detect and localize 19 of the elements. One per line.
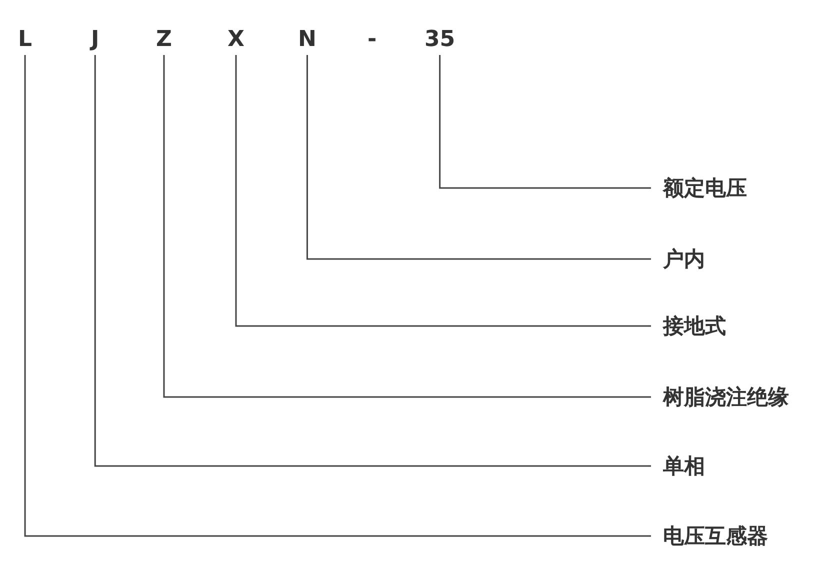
- leader-line: [306, 55, 651, 260]
- description-text: 额定电压: [663, 175, 747, 201]
- code-letter: Z: [156, 27, 172, 53]
- code-letter: N: [298, 27, 316, 53]
- description-text: 电压互感器: [663, 523, 768, 549]
- leader-line: [235, 55, 651, 327]
- code-letter: L: [18, 27, 32, 53]
- description-text: 单相: [663, 453, 705, 479]
- leader-line: [163, 55, 651, 398]
- leader-line: [94, 55, 651, 467]
- separator-dash: -: [368, 27, 377, 53]
- description-text: 树脂浇注绝缘: [663, 384, 789, 410]
- code-letter: 35: [424, 27, 456, 53]
- description-text: 接地式: [663, 313, 726, 339]
- leader-line: [439, 55, 651, 189]
- leader-line: [24, 55, 651, 537]
- code-letter: X: [228, 27, 244, 53]
- code-letter: J: [91, 27, 100, 53]
- description-text: 户内: [663, 246, 705, 272]
